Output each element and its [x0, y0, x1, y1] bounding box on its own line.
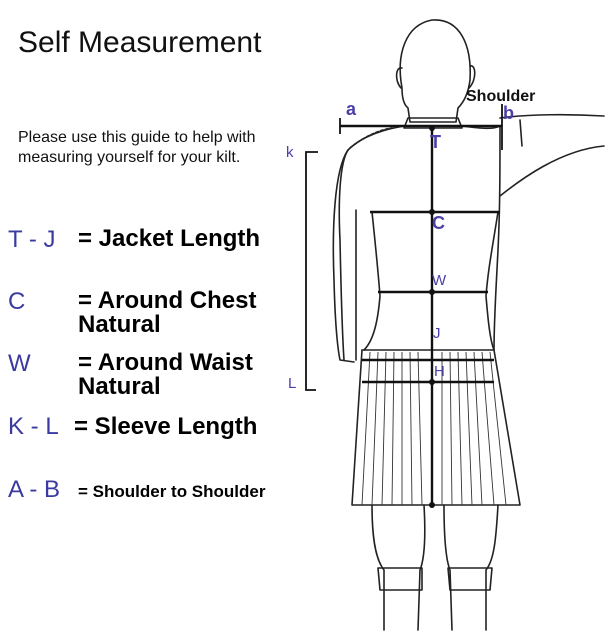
point-a-label: a: [346, 99, 357, 119]
legend-desc-shoulder-to-shoulder: = Shoulder to Shoulder: [78, 482, 266, 501]
right-side: [493, 125, 501, 351]
bracket-k-l: [305, 151, 318, 391]
legend-code-c: C: [8, 288, 26, 315]
legend-desc-around-waist: = Around Waist Natural: [78, 349, 253, 400]
jacket-left-shoulder: [338, 125, 405, 361]
ear-right: [468, 65, 476, 89]
sock-right: [447, 567, 493, 591]
ear-left: [395, 67, 403, 89]
point-j-label: J: [433, 325, 441, 342]
intro-text: Please use this guide to help with measu…: [18, 129, 256, 166]
right-arm-bottom: [499, 145, 605, 197]
legend-code-ab: A - B: [8, 476, 61, 503]
shoulder-label: Shoulder: [466, 88, 535, 105]
leg-left: [371, 504, 385, 631]
right-arm-top: [499, 113, 605, 119]
kilt-outline: [351, 349, 521, 506]
page-title: Self Measurement: [18, 26, 262, 59]
waist-left: [363, 211, 381, 351]
point-b-label: b: [503, 103, 514, 123]
legend-code-kl: K - L: [8, 413, 59, 440]
point-t-label: T: [430, 132, 441, 152]
point-k-label: k: [286, 144, 294, 161]
legend-code-w: W: [8, 350, 31, 377]
point-h-label: H: [434, 363, 445, 380]
leg-right-inner: [443, 504, 453, 631]
collar: [403, 117, 463, 129]
legend-desc-around-chest: = Around Chest Natural: [78, 287, 257, 338]
point-l-label: L: [288, 375, 296, 392]
leg-right: [485, 504, 499, 631]
sock-left: [377, 567, 423, 591]
leg-left-inner: [417, 504, 426, 631]
point-c-label: C: [432, 213, 445, 233]
kilt-pleats: [361, 351, 507, 506]
waist-right: [485, 211, 499, 351]
right-cuff: [519, 119, 523, 147]
legend-desc-jacket-length: = Jacket Length: [78, 225, 261, 252]
legend-desc-sleeve-length: = Sleeve Length: [74, 413, 258, 440]
shoulder-stitching: [349, 127, 393, 149]
head-outline: [399, 19, 471, 123]
left-arm-outer: [332, 149, 355, 363]
point-w-label: W: [432, 272, 447, 289]
legend-code-tj: T - J: [8, 226, 56, 253]
